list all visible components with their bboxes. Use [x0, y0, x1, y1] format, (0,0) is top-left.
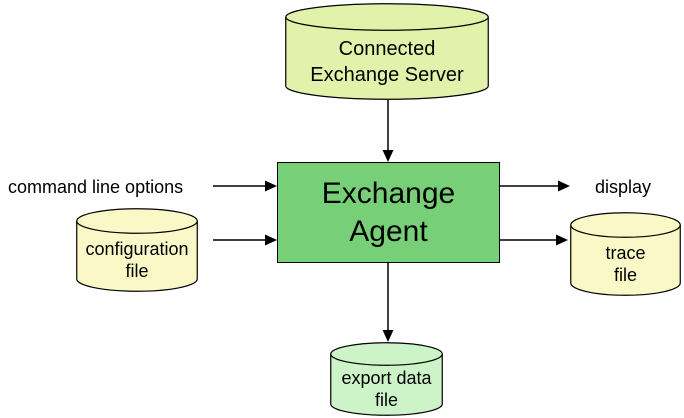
export-label-line2: file — [374, 389, 398, 410]
arrow-server-to-agent — [381, 100, 395, 167]
command-line-options-label: command line options — [8, 177, 184, 197]
config-label-line1: configuration — [85, 239, 189, 259]
server-cylinder: Connected Exchange Server — [285, 3, 489, 100]
config-label: configuration file — [76, 230, 198, 290]
trace-label-line2: file — [613, 265, 637, 285]
database-shape-icon — [570, 212, 681, 296]
trace-cylinder: trace file — [570, 212, 681, 296]
config-label-line2: file — [125, 261, 149, 281]
server-label: Connected Exchange Server — [285, 27, 489, 96]
export-cylinder: export data file — [330, 342, 443, 416]
display-label: display — [595, 177, 652, 197]
export-label-line1: export data — [341, 367, 432, 388]
server-label-line1: Connected — [338, 37, 436, 60]
database-shape-icon — [76, 208, 198, 292]
trace-label: trace file — [570, 234, 681, 294]
export-label: export data file — [330, 362, 443, 415]
config-cylinder: configuration file — [76, 208, 198, 292]
agent-box: Exchange Agent — [277, 162, 500, 263]
trace-label-line1: trace — [605, 243, 646, 263]
database-shape-icon — [330, 342, 443, 416]
agent-label-line2: Agent — [349, 214, 428, 248]
arrow-agent-to-trace — [500, 233, 568, 252]
database-shape-icon — [285, 3, 489, 100]
arrow-agent-to-export — [381, 263, 395, 347]
arrow-cmdline-to-agent — [213, 179, 277, 198]
arrow-agent-to-display — [500, 179, 570, 198]
server-label-line2: Exchange Server — [310, 63, 464, 86]
arrow-config-to-agent — [213, 233, 277, 252]
agent-label-line1: Exchange — [321, 176, 456, 210]
